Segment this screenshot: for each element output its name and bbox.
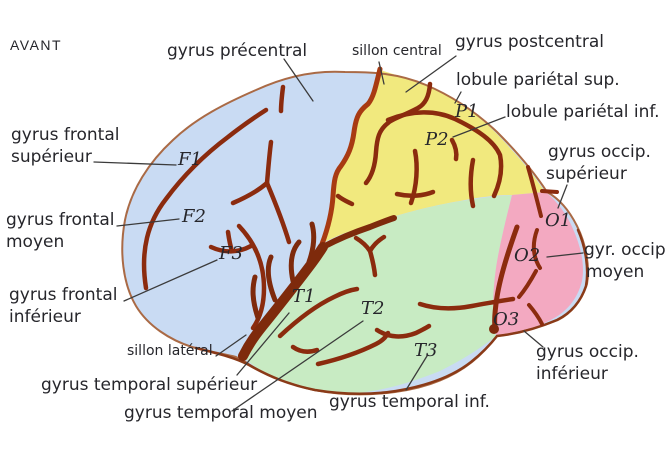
label-gyr-occip-moyen-line2: moyen (586, 262, 645, 282)
label-gyrus-postcentral: gyrus postcentral (455, 32, 604, 52)
label-lobule-parietal-inf: lobule pariétal inf. (506, 102, 660, 122)
lateral-sulcus (238, 215, 397, 361)
orientation-label: AVANT (10, 37, 63, 53)
label-gyrus-temporal-moyen: gyrus temporal moyen (124, 403, 318, 423)
leader-precentral (283, 58, 314, 102)
leader-sillon-lateral (215, 334, 247, 357)
region-code-f3: F3 (219, 243, 243, 264)
temporal-lobe (244, 195, 512, 394)
leader-occip-sup (557, 184, 568, 209)
occipital-sulcus-knot (489, 324, 499, 334)
region-code-o1: O1 (545, 210, 572, 231)
label-gyrus-frontal-sup-line2: supérieur (11, 147, 92, 167)
label-gyrus-frontal-inf-line2: inférieur (9, 307, 81, 327)
brain-outline-bottom (194, 228, 589, 396)
leader-temporal-inf (405, 355, 428, 391)
leader-f1 (93, 161, 177, 166)
label-lobule-parietal-sup: lobule pariétal sup. (456, 70, 620, 90)
region-code-o3: O3 (493, 309, 520, 330)
leader-o2 (546, 252, 584, 258)
label-gyrus-temporal-inf: gyrus temporal inf. (329, 392, 490, 412)
frontal-sulci (141, 84, 292, 331)
leader-parietal-sup (454, 91, 462, 104)
region-code-o2: O2 (514, 245, 541, 266)
label-gyrus-occip-inf-line2: inférieur (536, 364, 608, 384)
label-gyrus-frontal-moyen-line2: moyen (6, 232, 65, 252)
label-gyrus-occip-inf-line1: gyrus occip. (536, 342, 639, 362)
leader-postcentral (405, 55, 457, 93)
leader-parietal-inf (452, 116, 506, 138)
label-gyrus-frontal-sup-line1: gyrus frontal (11, 125, 120, 145)
parietal-sulci (335, 81, 504, 209)
central-sulcus (319, 66, 383, 247)
leader-f2 (116, 218, 180, 227)
leader-sillon-central (378, 61, 385, 85)
region-code-f2: F2 (182, 206, 206, 227)
label-gyrus-precentral: gyrus précentral (167, 41, 308, 61)
leader-temporal-moyen (231, 320, 364, 412)
temporal-sulci (277, 234, 516, 367)
label-gyrus-temporal-sup: gyrus temporal supérieur (41, 375, 258, 395)
leader-f3 (123, 259, 218, 302)
leader-o3 (523, 330, 544, 348)
label-gyrus-occip-sup-line2: supérieur (546, 164, 627, 184)
region-code-p1: P1 (455, 101, 479, 122)
label-gyrus-occip-sup-line1: gyrus occip. (548, 142, 651, 162)
label-gyr-occip-moyen-line1: gyr. occip (584, 240, 666, 260)
region-code-t2: T2 (361, 298, 385, 319)
leader-temporal-sup (236, 312, 290, 376)
label-sillon-central: sillon central (352, 43, 442, 59)
region-code-t1: T1 (292, 286, 316, 307)
occipital-sulci (492, 165, 559, 330)
label-sillon-lateral: sillon latéral (127, 343, 213, 359)
leader-lines (93, 55, 584, 412)
label-gyrus-frontal-moyen-line1: gyrus frontal (6, 210, 115, 230)
region-code-p2: P2 (425, 129, 449, 150)
region-code-t3: T3 (414, 340, 438, 361)
region-code-f1: F1 (178, 149, 202, 170)
label-gyrus-frontal-inf-line1: gyrus frontal (9, 285, 118, 305)
parietal-lobe (321, 70, 545, 244)
